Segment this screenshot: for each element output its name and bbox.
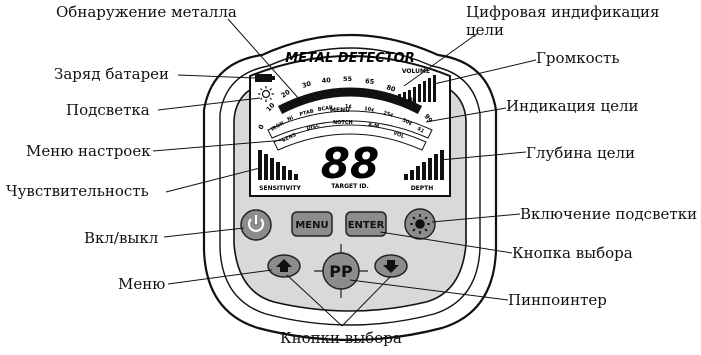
leader-target-indication [425,107,507,123]
target-icon-50c: 50¢ [401,117,413,127]
target-icons-row [267,110,433,139]
menu-button-label: MENU [295,220,328,231]
pinpoint-button-label: PP [329,262,353,281]
leader-menu [167,269,273,285]
menu-item-sens: SENS [281,132,297,144]
leader-volume [433,59,537,85]
target-icon-1c: 1¢ [345,104,352,110]
housing-outline [202,33,498,342]
scale-20: 20 [280,88,292,100]
power-icon [248,215,264,232]
housing-inner-outline [219,47,481,326]
scale-40: 40 [321,76,331,85]
menu-row [273,124,427,151]
power-button[interactable] [240,209,272,241]
scale-30: 30 [301,79,313,90]
label-select-button: Кнопка выбора [512,244,633,262]
menu-item-disc: DISC [306,123,321,132]
label-battery: Заряд батареи [54,65,170,83]
leader-metal-detection [227,18,301,101]
leader-pinpointer [349,279,509,301]
label-digital-target-id: Цифровая индификация [466,3,660,21]
sun-icon [410,214,430,234]
scale-0: 0 [257,123,266,131]
leader-sensitivity [165,167,261,193]
scale-numbers: 0 10 20 30 40 55 65 80 90 99 [257,75,435,131]
leader-settings-menu [152,139,286,152]
label-backlight: Подсветка [66,101,150,119]
label-target-depth: Глубина цели [526,144,636,162]
label-target-indication: Индикация цели [506,97,639,115]
scale-65: 65 [365,77,375,86]
leader-lines [152,18,537,327]
target-icon-bcap: BCAP [317,105,333,113]
label-metal-detection: Обнаружение металла [56,3,237,21]
label-digital-target-id-2: цели [466,21,505,39]
menu-button[interactable]: MENU [291,211,333,237]
target-id-label: TARGET ID. [331,183,369,190]
depth-bars [404,150,444,180]
label-settings-menu: Меню настроек [26,142,151,160]
target-icon-10c: 10¢ [364,106,375,113]
label-power: Вкл/выкл [84,229,159,247]
down-arrow-icon [383,260,399,273]
leader-select-button [379,231,513,254]
lcd-screen: METAL DETECTOR VOLUME 0 10 20 [249,51,451,197]
label-backlight-on: Включение подсветки [520,205,698,223]
enter-button[interactable]: ENTER [345,211,387,237]
scale-55: 55 [343,75,353,83]
target-icon-ni: Ni [287,115,295,123]
label-volume: Громкость [536,49,620,67]
menu-item-am: A-M [368,122,380,130]
leader-target-depth [439,151,527,161]
leader-select-buttons-left [286,274,343,327]
lcd-menu-label: MENU [330,107,350,114]
battery-icon [255,74,275,82]
detection-arc [277,87,423,115]
menu-item-vol: VOL [392,130,405,140]
target-icon-1d: $1 [416,126,426,135]
lcd-title: METAL DETECTOR [285,51,414,66]
target-icon-25c: 25¢ [382,110,394,119]
leader-battery [177,74,256,79]
enter-button-label: ENTER [348,220,385,231]
leader-backlight [157,97,261,111]
target-id-digits: 88 [321,139,379,188]
label-menu: Меню [118,275,166,293]
leader-backlight-on [431,213,521,223]
target-icon-ptab: PTAB [299,108,315,118]
up-arrow-icon [276,259,292,272]
label-sensitivity: Чувствительность [6,182,149,200]
leader-select-buttons-right [341,275,392,327]
scale-80: 80 [385,83,397,94]
backlight-sun-icon [258,86,274,102]
menu-item-labels: SENS DISC NOTCH A-M VOL [281,120,405,144]
leader-power [163,227,245,238]
sensitivity-bars [258,150,298,180]
up-button[interactable] [267,254,301,278]
sensitivity-label: SENSITIVITY [259,185,301,192]
label-pinpointer: Пинпоинтер [508,291,607,309]
label-select-buttons: Кнопки выбора [280,329,402,347]
backlight-button[interactable] [404,208,436,240]
down-button[interactable] [374,254,408,278]
leader-digital-target-id [403,32,479,87]
depth-label: DEPTH [411,185,434,192]
volume-label: VOLUME [402,68,430,75]
menu-item-notch: NOTCH [333,120,353,126]
